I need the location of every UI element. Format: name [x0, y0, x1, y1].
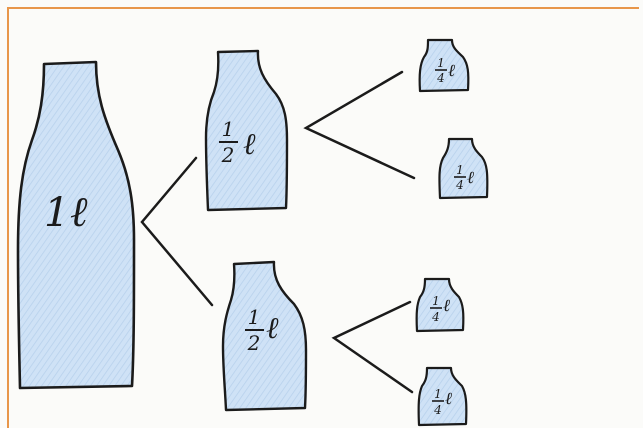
unit-liter: ℓ: [445, 389, 452, 409]
split-line-whole-to-halves: [142, 158, 212, 305]
label-1-liter-number: 1: [44, 190, 69, 236]
fraction-numerator: 1: [248, 305, 261, 329]
fraction-denominator: 2: [247, 331, 261, 355]
fraction-denominator: 4: [436, 71, 445, 85]
fraction-numerator: 1: [432, 294, 440, 308]
fraction-denominator: 4: [433, 403, 442, 417]
fraction-denominator: 2: [221, 143, 235, 167]
unit-liter: ℓ: [243, 127, 256, 162]
fraction-denominator: 4: [455, 178, 464, 192]
fraction-numerator: 1: [437, 56, 445, 70]
split-line-bottom-half-to-quarters: [334, 302, 412, 392]
fraction-numerator: 1: [222, 117, 235, 141]
fraction-numerator: 1: [434, 387, 442, 401]
label-1-liter-unit: ℓ: [70, 187, 88, 236]
bottle-quarter-liter-4: [419, 368, 467, 425]
unit-liter: ℓ: [467, 168, 474, 188]
bottle-half-liter-bottom: [223, 262, 306, 410]
fraction-numerator: 1: [456, 163, 464, 177]
fraction-denominator: 4: [431, 310, 440, 324]
bottle-quarter-liter-3: [417, 279, 464, 331]
unit-liter: ℓ: [443, 296, 450, 316]
unit-liter: ℓ: [266, 311, 279, 346]
unit-liter: ℓ: [448, 61, 455, 81]
label-1-liter: 1 ℓ: [44, 187, 88, 236]
split-line-top-half-to-quarters: [306, 72, 414, 178]
